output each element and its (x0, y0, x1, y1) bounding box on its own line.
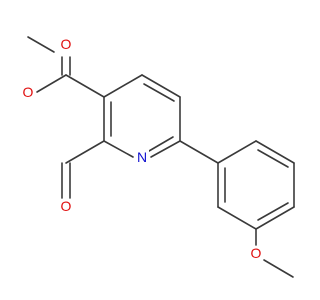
atom-o-methoxy: O (249, 245, 263, 261)
bond-c3-c4 (103, 74, 143, 98)
atom-o-aldehyde: O (59, 198, 73, 214)
atom-n1: N (135, 149, 149, 165)
atom-o-methoxy-label: O (251, 245, 262, 261)
atom-o-aldehyde-label: O (61, 198, 72, 214)
bond-ph5-ph6 (217, 206, 257, 230)
atom-o-ester-carbonyl: O (59, 36, 73, 52)
bond-ester-c-o-single (36, 74, 67, 93)
bond-layer (27, 36, 295, 278)
bond-ph4-ph5-inner (257, 202, 289, 221)
bond-c4-c5 (141, 74, 181, 98)
bond-c3-ester-carbon (65, 74, 105, 98)
bond-c4-c5-inner (143, 83, 175, 102)
bond-n1-c2 (103, 140, 134, 158)
bond-ph1-ph2 (217, 140, 257, 164)
bond-c2-aldehyde-carbon (65, 140, 105, 164)
atom-o-ester-carbonyl-label: O (61, 36, 72, 52)
bond-ester-o-methyl (27, 36, 55, 53)
atom-o-ester-single: O (21, 84, 35, 100)
chemical-structure-diagram: N O O O O (21, 36, 295, 278)
atom-o-ester-single-label: O (23, 84, 34, 100)
bond-c6-n1 (150, 140, 181, 158)
bond-methoxy-o-methyl (263, 259, 294, 278)
bond-ph2-ph3 (255, 140, 295, 164)
bond-c6-n1-inner (148, 136, 174, 152)
atom-n1-label: N (137, 149, 147, 165)
atom-label-layer: N O O O O (21, 36, 263, 261)
bond-ph2-ph3-inner (257, 149, 289, 168)
bond-ph4-ph5 (255, 206, 295, 230)
bond-c6-phenyl (179, 140, 219, 164)
